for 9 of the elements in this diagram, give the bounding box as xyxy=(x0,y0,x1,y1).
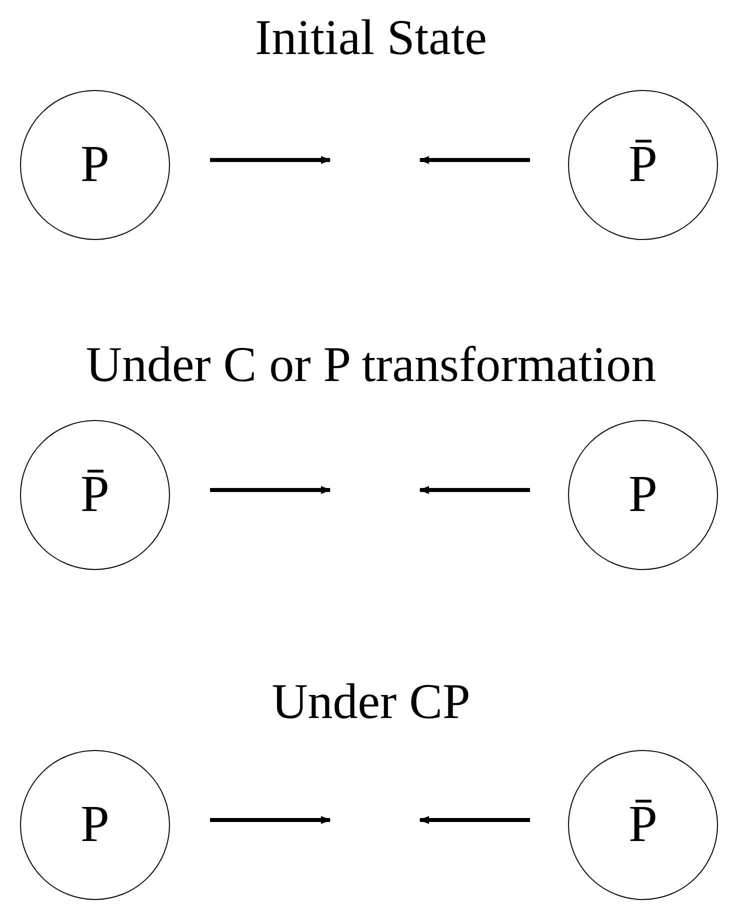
section-heading: Initial State xyxy=(254,8,488,66)
particle-circle: P̄ xyxy=(20,420,170,570)
particle-circle: P̄ xyxy=(568,750,718,900)
particle-circle: P̄ xyxy=(568,90,718,240)
section-heading: Under C or P transformation xyxy=(84,335,658,393)
section-heading: Under CP xyxy=(270,672,472,730)
particle-circle: P xyxy=(20,90,170,240)
particle-circle: P xyxy=(568,420,718,570)
particle-circle: P xyxy=(20,750,170,900)
